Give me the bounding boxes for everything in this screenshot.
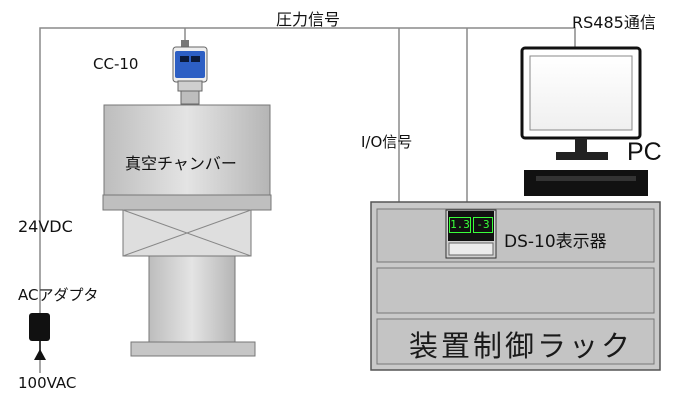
rs485-label: RS485通信 [572,13,656,32]
display-unit-label: DS-10表示器 [504,232,607,252]
cc10-gauge [172,40,208,105]
gauge-label: CC-10 [93,55,139,73]
plug-arrow-icon [34,349,46,360]
vacuum-chamber [102,104,272,357]
pressure-signal-label: 圧力信号 [276,10,341,29]
pc-label: PC [627,138,662,166]
ds10-display [445,209,497,259]
supply-dc-label: 24VDC [18,217,73,236]
supply-ac-label: 100VAC [18,374,77,392]
rack-label: 装置制御ラック [409,329,634,363]
display-reading-right: -3 [473,217,493,233]
control-rack [370,201,661,371]
display-reading-left: 1.3 [449,217,471,233]
signal-wires [39,27,576,373]
ac-adapter [29,313,50,360]
pc-computer [520,46,648,196]
power-wire [39,27,185,373]
chamber-label: 真空チャンバー [125,154,237,173]
pressure-signal-wire [185,27,576,48]
adapter-label: ACアダプタ [18,286,99,304]
io-signal-label: I/O信号 [361,133,413,151]
